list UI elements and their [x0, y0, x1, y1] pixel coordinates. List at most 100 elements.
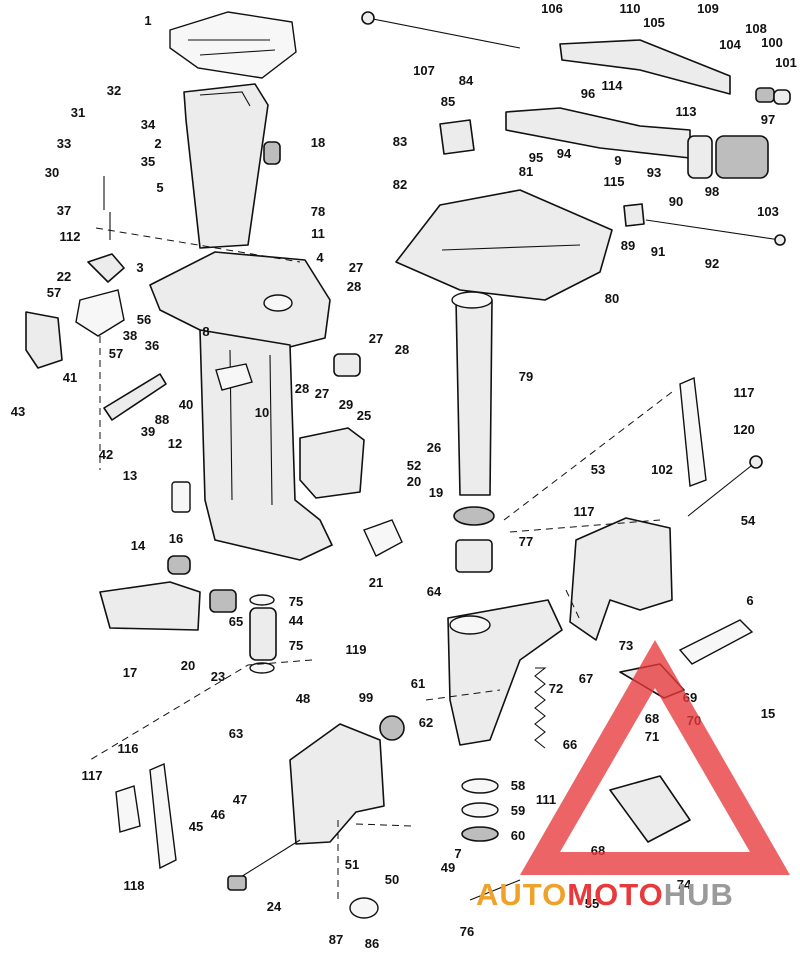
callout-c95: 95 [529, 150, 543, 165]
callout-c22: 22 [57, 269, 71, 284]
callout-c10: 10 [255, 405, 269, 420]
callout-c72: 72 [549, 681, 563, 696]
callout-c85: 85 [441, 94, 455, 109]
callout-c27c: 27 [315, 386, 329, 401]
callout-c45: 45 [189, 819, 203, 834]
spring-111 [534, 667, 547, 749]
callout-c116: 116 [118, 741, 139, 756]
callout-c4: 4 [316, 250, 324, 265]
logo-text-hub: HUB [664, 877, 734, 912]
cable-92 [645, 219, 781, 241]
callout-c104: 104 [719, 37, 741, 52]
callout-c52: 52 [407, 458, 421, 473]
callout-c51: 51 [345, 857, 359, 872]
callout-c16: 16 [169, 531, 183, 546]
adapter-plate [149, 251, 331, 351]
callout-c38: 38 [123, 328, 137, 343]
link-118 [149, 762, 177, 870]
clamp-bracket-48 [289, 723, 385, 845]
callout-c3: 3 [136, 260, 143, 275]
callout-c26: 26 [427, 440, 441, 455]
callout-c119: 119 [346, 642, 367, 657]
callout-c75b: 75 [289, 638, 303, 653]
link-116 [115, 785, 141, 833]
callout-c46: 46 [211, 807, 225, 822]
callout-c14: 14 [131, 538, 146, 553]
logo-triangle [520, 640, 790, 875]
callout-c105: 105 [643, 15, 665, 30]
callout-c108: 108 [745, 21, 767, 36]
callout-c30: 30 [45, 165, 59, 180]
callout-c65: 65 [229, 614, 243, 629]
lever-112 [87, 253, 125, 283]
alignment-lines [89, 227, 673, 900]
gasket-plate [169, 11, 297, 79]
callout-c115: 115 [604, 174, 625, 189]
callout-c6: 6 [746, 593, 753, 608]
callout-c11: 11 [311, 226, 325, 241]
callout-c114: 114 [602, 78, 624, 93]
callout-c60: 60 [511, 828, 525, 843]
callout-c27a: 27 [349, 260, 363, 275]
callout-c88: 88 [155, 412, 169, 427]
callout-c24: 24 [267, 899, 282, 914]
parts-artwork [25, 11, 791, 919]
callout-c76: 76 [460, 924, 474, 939]
bracket-8 [215, 363, 253, 391]
callout-c35: 35 [141, 154, 155, 169]
callout-c32: 32 [107, 83, 121, 98]
callout-c94: 94 [557, 146, 572, 161]
callout-c12: 12 [168, 436, 182, 451]
callout-c56: 56 [137, 312, 151, 327]
cable-107 [367, 17, 521, 49]
callout-c15: 15 [761, 706, 775, 721]
cover-17 [99, 581, 201, 631]
callout-c113: 113 [676, 104, 697, 119]
callout-c9: 9 [614, 153, 621, 168]
ring-60 [461, 826, 499, 842]
bracket-41 [25, 311, 63, 369]
callout-c77: 77 [519, 534, 533, 549]
callout-c55: 55 [585, 896, 599, 911]
callout-c53: 53 [591, 462, 605, 477]
callout-c66: 66 [563, 737, 577, 752]
clip-21 [363, 519, 403, 557]
cup-65 [209, 589, 237, 613]
callout-c103: 103 [757, 204, 779, 219]
callout-c109: 109 [697, 1, 719, 16]
callout-c71: 71 [645, 729, 659, 744]
callout-c20b: 20 [181, 658, 195, 673]
callout-c80: 80 [605, 291, 619, 306]
callout-c1: 1 [144, 13, 151, 28]
callout-c117c: 117 [82, 768, 103, 783]
swivel-bracket-61 [447, 599, 563, 746]
callout-c107: 107 [413, 63, 435, 78]
logo-text-moto: MOTO [567, 877, 663, 912]
callout-c93: 93 [647, 165, 661, 180]
knob-99 [379, 715, 405, 741]
callout-c27b: 27 [369, 331, 383, 346]
callout-c117b: 117 [574, 504, 595, 519]
callout-c25: 25 [357, 408, 371, 423]
callout-c90: 90 [669, 194, 683, 209]
callout-c41: 41 [63, 370, 77, 385]
callout-c82: 82 [393, 177, 407, 192]
clamp-bracket-53 [569, 517, 673, 641]
callout-c57a: 57 [47, 285, 61, 300]
grip-97 [715, 135, 769, 179]
plate-12 [171, 481, 191, 513]
callout-c23: 23 [211, 669, 225, 684]
bolt-54 [687, 461, 757, 517]
link-120 [679, 376, 707, 487]
callout-c74: 74 [677, 877, 692, 892]
callout-c68a: 68 [645, 711, 659, 726]
tube-44 [249, 607, 277, 661]
callout-c54: 54 [741, 513, 756, 528]
shaft-39 [103, 373, 167, 421]
plug-16 [167, 555, 191, 575]
callout-c79: 79 [519, 369, 533, 384]
callout-c101: 101 [775, 55, 797, 70]
callout-c8: 8 [202, 324, 209, 339]
callout-c64: 64 [427, 584, 442, 599]
